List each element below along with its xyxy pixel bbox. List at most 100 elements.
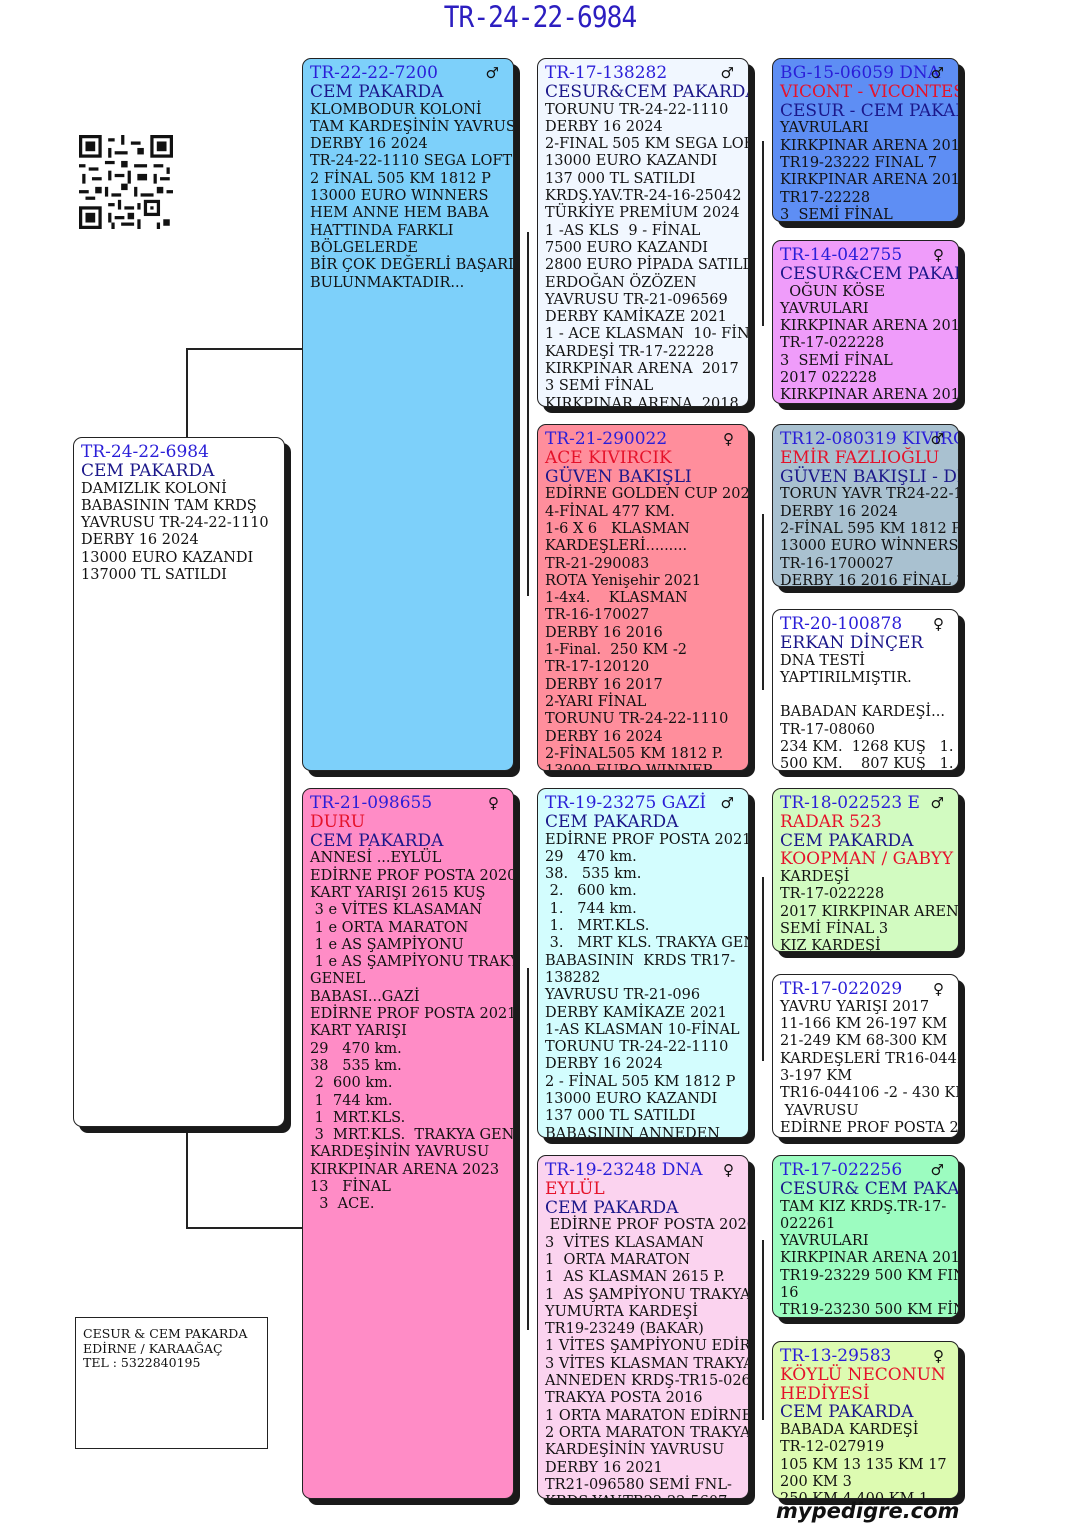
male-icon: ♂	[930, 794, 944, 812]
pedigree-line: EDİRNE PROF POSTA 2020	[545, 1217, 749, 1234]
pedigree-line: 2-FİNAL 595 KM 1812 P.	[780, 520, 959, 537]
pedigree-line: ROTA Yenişehir 2021	[545, 572, 702, 589]
site-watermark[interactable]: mypedigre.com	[776, 1499, 960, 1523]
pedigree-line: BABASI...GAZİ	[310, 988, 420, 1005]
pedigree-line: 3 ACE.	[310, 1196, 375, 1213]
pedigree-line: TORUNU TR-24-22-1110	[545, 711, 729, 728]
pedigree-line: DERBY 16 2024	[310, 136, 428, 153]
pedigree-line: ANNESİ ...EYLÜL	[310, 850, 442, 867]
connector-line	[527, 232, 529, 596]
male-icon: ♂	[485, 64, 499, 82]
pedigree-line: KOOPMAN / GABYY	[780, 849, 954, 870]
ring-number: TR-18-022523 E	[780, 793, 920, 813]
pedigree-line: BİR ÇOK DEĞERLİ BAŞARILAR	[310, 257, 514, 274]
pedigree-line: 2-YARI FİNAL	[545, 693, 647, 710]
pedigree-line: 13000 EURO KAZANDI	[81, 549, 254, 566]
pedigree-line: GENEL	[310, 971, 366, 988]
pedigree-line: TORUNU TR-24-22-1110	[545, 101, 729, 118]
pedigree-line: 13000 EURO KAZANDI	[545, 153, 718, 170]
pedigree-line: 105 KM 13 135 KM 17	[780, 1456, 947, 1473]
pedigree-line: DERBY 16 2024	[81, 532, 199, 549]
sds-card[interactable]: ♂TR12-080319 KIVIRCIKEMİR FAZLIOĞLUGÜVEN…	[772, 424, 959, 587]
pedigree-line: 2-FINAL 505 KM SEGA LOFT	[545, 136, 749, 153]
pedigree-line: TR19-23249 (BAKAR)	[545, 1321, 704, 1338]
pedigree-line: KIRKPINAR ARENA 2018	[780, 387, 959, 404]
pedigree-line: CEM PAKARDA	[310, 830, 444, 851]
pedigree-line: DERBY 16 2024	[545, 118, 663, 135]
pedigree-line: 1 VİTES ŞAMPİYONU EDİRNE	[545, 1338, 748, 1355]
pedigree-line: TAM KARDEŞİNİN YAVRUSU	[310, 118, 514, 135]
pedigree-line: BABASININ ANNEDEN	[545, 1125, 720, 1138]
pedigree-line: EDİRNE PROF POSTA 2021	[310, 1006, 514, 1023]
pedigree-line: KARDEŞİ	[780, 869, 850, 886]
pedigree-line: ANNEDEN KRDŞ-TR15-026205	[545, 1373, 748, 1390]
pedigree-line: TR19-23222 FINAL 7	[780, 154, 938, 171]
pedigree-line: CESUR - CEM PAKARDA	[780, 100, 958, 121]
female-icon: ♀	[933, 980, 944, 998]
pedigree-line	[780, 687, 952, 704]
connector-line	[762, 877, 764, 1061]
male-icon: ♂	[720, 794, 734, 812]
pedigree-line: GÜVEN BAKIŞLI	[545, 466, 692, 487]
ring-number: TR-13-29583	[780, 1346, 892, 1366]
pedigree-line: 2017 022228	[780, 370, 877, 387]
pedigree-line: 022261	[780, 1215, 836, 1232]
pedigree-line: 137 000 TL SATILDI	[545, 1108, 696, 1125]
pedigree-line: 3-197 KM	[780, 1067, 853, 1084]
pedigree-line: KARDEŞLERİ.........	[545, 538, 688, 555]
female-icon: ♀	[723, 1161, 734, 1179]
pedigree-line: TRAKYA POSTA 2016	[545, 1390, 703, 1407]
qr-code[interactable]	[79, 130, 173, 234]
pedigree-line: 38. 535 km.	[545, 866, 642, 883]
pedigree-line: 3 SEMİ FİNAL	[545, 378, 654, 395]
pedigree-line: CEM PAKARDA	[545, 811, 679, 832]
female-icon: ♀	[723, 430, 734, 448]
pedigree-line: KIRKPINAR ARENA 2019	[780, 1250, 959, 1267]
pedigree-line: 3 e VİTES KLASAMAN	[310, 902, 482, 919]
pedigree-line: DNA TESTİ	[780, 652, 865, 669]
pedigree-line: 1-6 X 6 KLASMAN	[545, 520, 690, 537]
pedigree-line: ERKAN DİNÇER	[780, 632, 924, 653]
pedigree-line: GÜVEN BAKIŞLI - DNA	[780, 466, 958, 487]
pedigree-line: HEM ANNE HEM BABA	[310, 205, 489, 222]
pedigree-line: CEM PAKARDA	[780, 1402, 914, 1423]
pedigree-line: YAVRULARI	[780, 300, 869, 317]
pedigree-line: YAPTIRILMIŞTIR.	[780, 669, 912, 686]
connector-line	[527, 968, 529, 1330]
male-icon: ♂	[930, 430, 944, 448]
pedigree-line: 1 - ACE KLASMAN 10- FİNAL	[545, 326, 749, 343]
pedigree-line: YAVRULARI	[780, 120, 869, 137]
pedigree-line: TR-21-290083	[545, 555, 650, 572]
pedigree-line: KARDEŞİNİN YAVRUSU	[545, 1442, 725, 1459]
ring-number: TR-21-098655	[310, 793, 433, 813]
pedigree-line: 1 e ORTA MARATON	[310, 919, 469, 936]
connector-line	[186, 1227, 303, 1229]
connector-line	[762, 1240, 764, 1420]
pedigree-line: YAVRU YARIŞI 2017	[780, 998, 930, 1015]
pedigree-line: TR19-23230 500 KM FİNAL	[780, 1302, 958, 1318]
pedigree-line: KARDEŞLERİ TR16-044200	[780, 1050, 958, 1067]
pedigree-line: 13000 EURO WINNERS	[310, 188, 489, 205]
ring-number: TR-17-138282	[545, 63, 668, 83]
pedigree-line: 1-4x4. KLASMAN	[545, 590, 688, 607]
ring-number: TR12-080319 KIVIRCIK	[780, 429, 958, 449]
pedigree-line: 137 000 TL SATILDI	[545, 170, 696, 187]
ring-number: TR-19-23248 DNA	[545, 1160, 703, 1180]
pedigree-line: 13 FİNAL	[310, 1179, 391, 1196]
pedigree-line: 13000 EURO WİNNERS	[780, 538, 959, 555]
pedigree-line: YAVRUSU TR-21-096569	[545, 291, 728, 308]
